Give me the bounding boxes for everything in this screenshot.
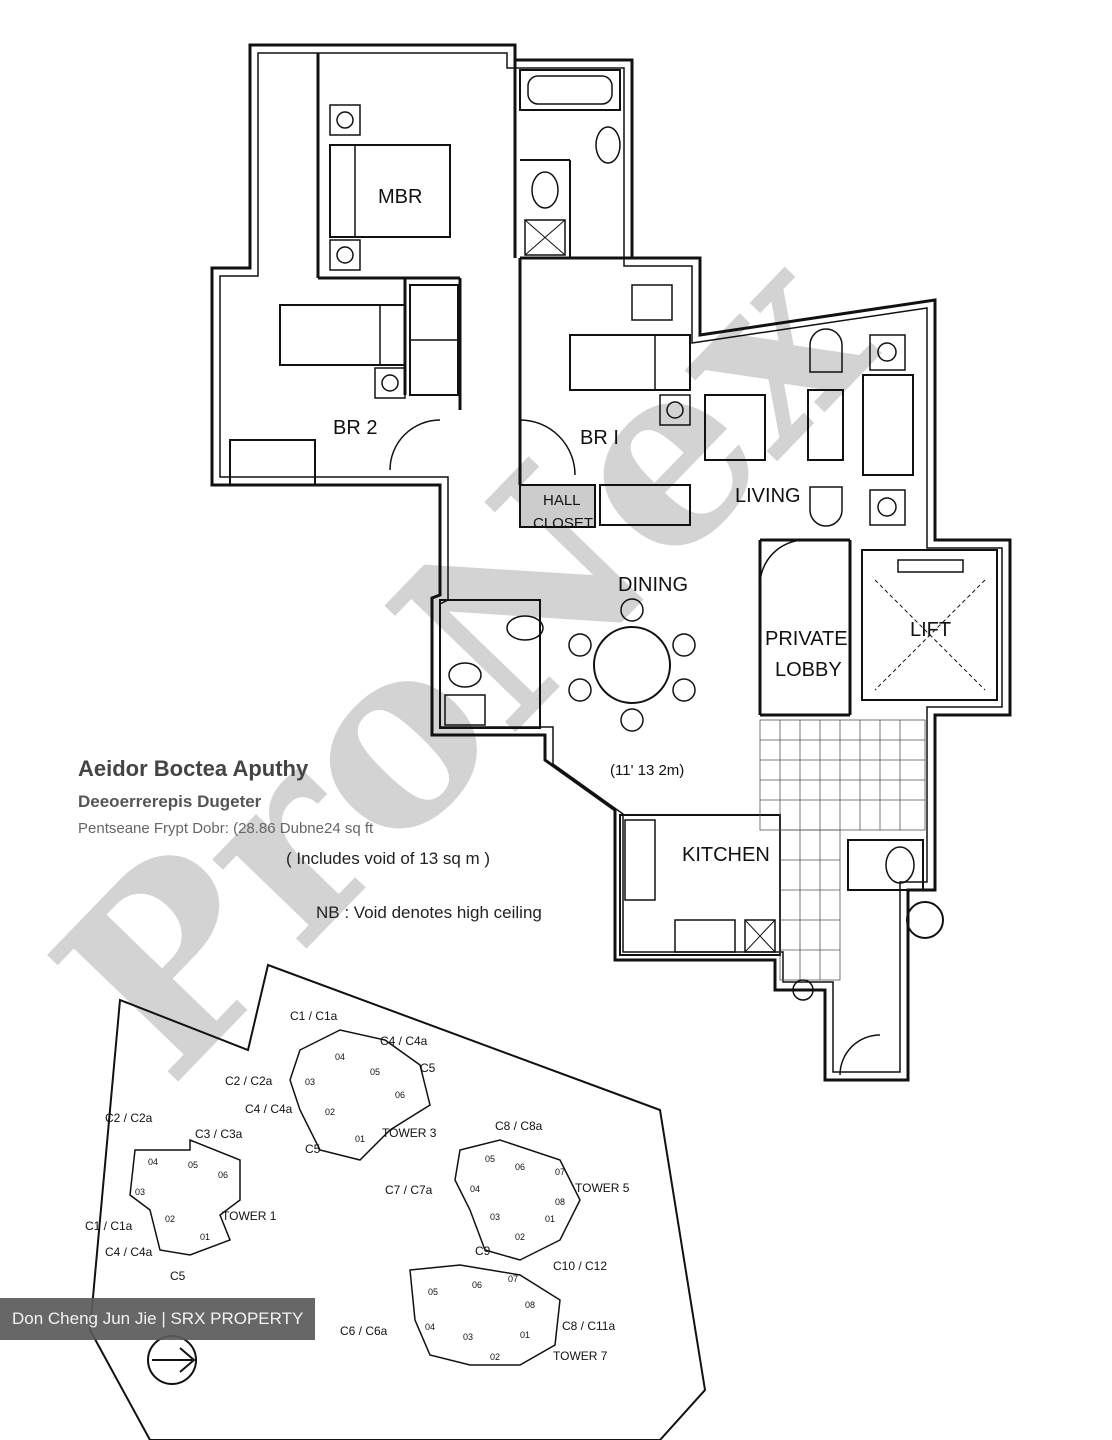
unit-no: 01 <box>520 1330 530 1340</box>
site-tower-1: TOWER 1 <box>222 1209 277 1223</box>
unit-no: 01 <box>355 1134 365 1144</box>
t5-label: C8 / C8a <box>495 1119 543 1133</box>
unit-no: 02 <box>165 1214 175 1224</box>
unit-no: 07 <box>555 1167 565 1177</box>
unit-info-line3: Pentseane Frypt Dobr: (28.86 Dubne24 sq … <box>78 820 374 837</box>
label-living: LIVING <box>735 485 801 507</box>
t3-label: C4 / C4a <box>245 1102 293 1116</box>
label-closet: CLOSET <box>533 515 593 532</box>
site-plan: TOWER 1 TOWER 3 TOWER 5 TOWER 7 C2 / C2a… <box>85 963 707 1440</box>
unit-no: 05 <box>370 1067 380 1077</box>
unit-no: 06 <box>218 1170 228 1180</box>
credit-banner: Don Cheng Jun Jie | SRX PROPERTY <box>0 1298 316 1340</box>
t3-label: C4 / C4a <box>380 1034 428 1048</box>
unit-info-line2: Deeoerrerepis Dugeter <box>78 792 262 811</box>
tower-1-outline <box>129 1138 241 1256</box>
room-labels: MBR BR 2 BR I LIVING HALL CLOSET DINING … <box>333 186 951 866</box>
unit-info-line1: Aeidor Boctea Aputhy <box>78 756 309 781</box>
t7-label: C6 / C6a <box>340 1324 388 1338</box>
unit-no: 01 <box>200 1232 210 1242</box>
label-hall: HALL <box>543 492 581 509</box>
t1-label: C4 / C4a <box>105 1245 153 1259</box>
t1-label: C2 / C2a <box>105 1111 153 1125</box>
unit-no: 03 <box>135 1187 145 1197</box>
tower-7-outline <box>409 1264 561 1366</box>
unit-no: 03 <box>490 1212 500 1222</box>
unit-no: 02 <box>325 1107 335 1117</box>
unit-no: 05 <box>428 1287 438 1297</box>
unit-no: 05 <box>485 1154 495 1164</box>
site-boundary <box>88 963 707 1440</box>
unit-no: 06 <box>515 1162 525 1172</box>
t1-label: C1 / C1a <box>85 1219 133 1233</box>
outer-wall <box>210 43 1012 1082</box>
unit-no: 01 <box>545 1214 555 1224</box>
t3-label: C5 <box>420 1061 436 1075</box>
unit-no: 04 <box>470 1184 480 1194</box>
t3-label: C2 / C2a <box>225 1074 273 1088</box>
unit-info: Aeidor Boctea Aputhy Deeoerrerepis Duget… <box>78 756 618 923</box>
unit-no: 04 <box>335 1052 345 1062</box>
unit-no: 04 <box>425 1322 435 1332</box>
unit-no: 06 <box>395 1090 405 1100</box>
label-lift: LIFT <box>910 619 951 641</box>
label-kitchen: KITCHEN <box>682 844 770 866</box>
site-unit-numbers: 04 05 06 03 02 01 04 05 03 06 02 01 06 0… <box>135 1052 565 1362</box>
unit-no: 03 <box>305 1077 315 1087</box>
tower-5-outline <box>454 1139 581 1261</box>
unit-no: 06 <box>472 1280 482 1290</box>
unit-no: 08 <box>555 1197 565 1207</box>
unit-no: 02 <box>515 1232 525 1242</box>
unit-no: 07 <box>508 1274 518 1284</box>
label-br1: BR I <box>580 427 619 449</box>
t1-label: C5 <box>170 1269 186 1283</box>
label-dining: DINING <box>618 574 688 596</box>
label-lobby: LOBBY <box>775 659 842 681</box>
t7-label: C8 / C11a <box>562 1319 615 1333</box>
t5-label: C9 <box>475 1244 491 1258</box>
label-void-dim: (11' 13 2m) <box>610 762 684 779</box>
unit-no: 05 <box>188 1160 198 1170</box>
label-br2: BR 2 <box>333 417 377 439</box>
unit-no: 08 <box>525 1300 535 1310</box>
tower-3-outline <box>289 1029 431 1161</box>
t1-label: C3 / C3a <box>195 1127 243 1141</box>
t7-label: C10 / C12 <box>553 1259 607 1273</box>
unit-no: 03 <box>463 1332 473 1342</box>
t3-label: C1 / C1a <box>290 1009 338 1023</box>
unit-no: 04 <box>148 1157 158 1167</box>
nb-note: NB : Void denotes high ceiling <box>316 903 542 922</box>
north-arrow-icon <box>147 1335 197 1385</box>
unit-no: 02 <box>490 1352 500 1362</box>
void-note: ( Includes void of 13 sq m ) <box>286 849 491 868</box>
site-tower-7: TOWER 7 <box>553 1349 608 1363</box>
t5-label: C7 / C7a <box>385 1183 433 1197</box>
floor-plan <box>210 43 1012 1082</box>
label-private: PRIVATE <box>765 628 848 650</box>
site-tower-3: TOWER 3 <box>382 1126 437 1140</box>
label-mbr: MBR <box>378 186 422 208</box>
site-tower-5: TOWER 5 <box>575 1181 630 1195</box>
t3-label: C5 <box>305 1142 321 1156</box>
